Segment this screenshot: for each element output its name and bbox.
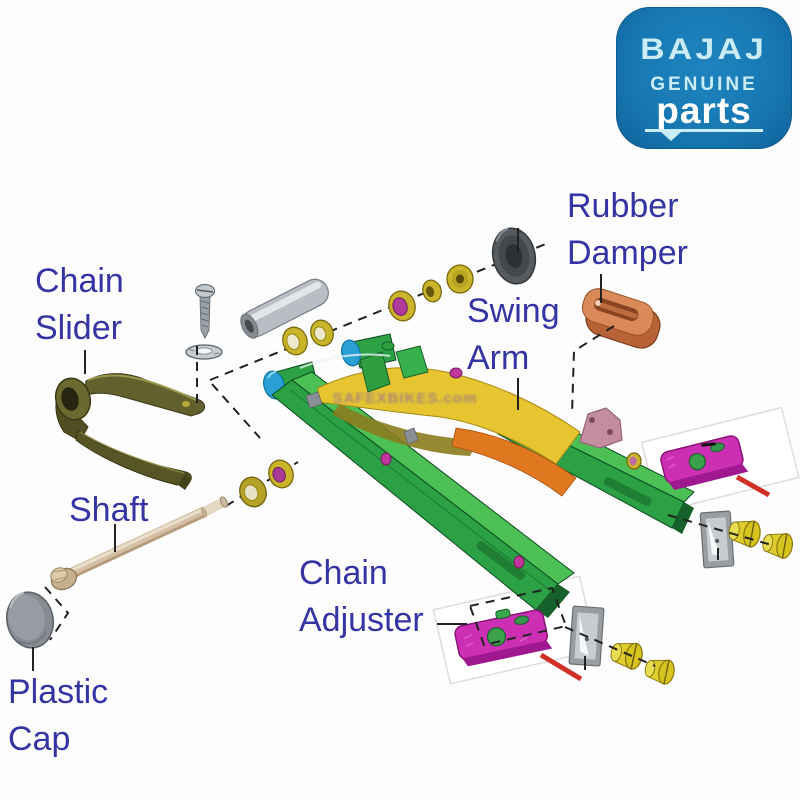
dust-seal-part bbox=[491, 227, 537, 285]
label-swing-arm: Swing Arm bbox=[467, 288, 560, 382]
label-line: Arm bbox=[467, 339, 530, 377]
bajaj-genuine-parts-logo: BAJAJ GENUINE parts bbox=[616, 7, 792, 149]
label-line: Adjuster bbox=[299, 601, 424, 639]
dashed-axis-bearings bbox=[209, 242, 549, 381]
screw-part bbox=[194, 283, 216, 340]
adjuster-hole bbox=[688, 453, 706, 471]
logo-arrow-down-icon bbox=[661, 132, 681, 141]
dashed-damper-link bbox=[571, 325, 615, 415]
spacer-ring-part bbox=[422, 279, 442, 303]
label-chain-slider: Chain Slider bbox=[35, 258, 124, 352]
shaft-bearing-outer bbox=[239, 476, 267, 508]
swing-arm-part: SAFEXBIKES.com bbox=[263, 333, 695, 618]
label-line: Damper bbox=[567, 234, 688, 272]
leader-lines bbox=[32, 228, 719, 671]
alignment-dashes-front bbox=[44, 325, 776, 667]
gray-tab bbox=[403, 427, 419, 445]
label-line: Cap bbox=[8, 720, 71, 758]
watermark: SAFEXBIKES.com bbox=[333, 390, 478, 407]
label-line: Chain bbox=[299, 554, 388, 592]
plastic-cap-part bbox=[6, 591, 54, 649]
label-shaft: Shaft bbox=[69, 487, 148, 534]
chain-slider-part bbox=[54, 373, 205, 490]
flange-nut bbox=[762, 533, 794, 559]
dashed-hub-link bbox=[211, 383, 261, 439]
label-line: Swing bbox=[467, 292, 560, 330]
chain-adjuster-top-part bbox=[660, 435, 771, 498]
washer-part bbox=[185, 344, 223, 360]
adjuster-hole bbox=[486, 627, 507, 647]
rubber-damper-part bbox=[581, 288, 661, 349]
flange-nut bbox=[644, 659, 675, 685]
chain-adjuster-bottom-part bbox=[454, 608, 583, 682]
dashed-adjuster-fit-box bbox=[468, 586, 568, 647]
thrust-washer-part bbox=[446, 264, 474, 294]
brake-bracket-part bbox=[579, 407, 623, 449]
bushing-magenta-part bbox=[388, 290, 416, 322]
shaft-bearing-inner bbox=[268, 459, 294, 489]
logo-underline bbox=[645, 129, 763, 141]
logo-brand-text: BAJAJ bbox=[640, 33, 768, 66]
pink-fastener bbox=[380, 452, 392, 466]
pivot-sleeve-part bbox=[240, 278, 329, 339]
label-line: Plastic bbox=[8, 673, 109, 711]
bearing-ring-b bbox=[310, 319, 334, 347]
label-line: Shaft bbox=[69, 491, 149, 529]
pink-fastener bbox=[513, 555, 525, 569]
bearing-ring-a bbox=[282, 326, 308, 356]
gray-tab bbox=[305, 391, 323, 409]
gusset-edge-band bbox=[451, 427, 577, 497]
adjuster-bolt-rod bbox=[735, 474, 771, 498]
label-rubber-damper: Rubber Damper bbox=[567, 183, 688, 277]
pink-fastener bbox=[449, 367, 463, 379]
label-line: Rubber bbox=[567, 187, 679, 225]
slider-upper-arm bbox=[83, 373, 205, 417]
label-chain-adjuster: Chain Adjuster bbox=[299, 550, 424, 644]
dashed-cap-link bbox=[44, 586, 70, 641]
logo-genuine-text: GENUINE bbox=[650, 74, 758, 95]
logo-parts-text: parts bbox=[656, 90, 752, 131]
pivot-bushing-right bbox=[341, 339, 361, 367]
lock-plate-top bbox=[699, 510, 735, 569]
dashed-adjuster-top-axis bbox=[667, 514, 776, 547]
dashed-adjuster-bottom-axis bbox=[564, 626, 656, 667]
shaft-part bbox=[50, 496, 229, 591]
label-line: Chain bbox=[35, 262, 124, 300]
label-plastic-cap: Plastic Cap bbox=[8, 669, 108, 763]
adjuster-bolt-rod bbox=[539, 652, 583, 682]
flange-nut bbox=[610, 642, 643, 670]
label-line: Slider bbox=[35, 309, 122, 347]
